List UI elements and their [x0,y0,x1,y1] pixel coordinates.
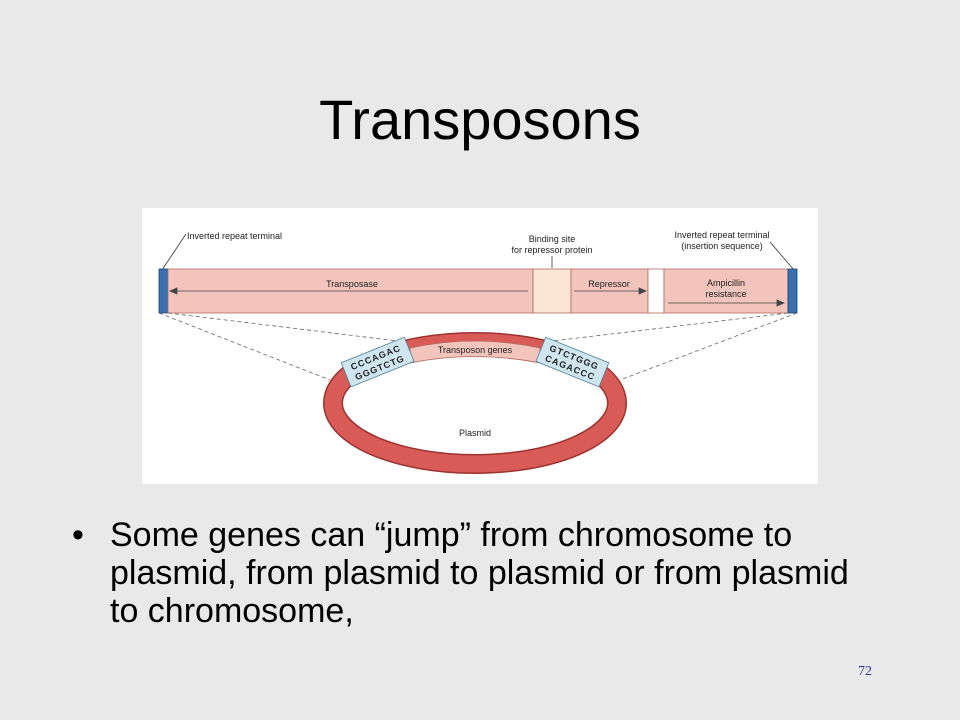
binding-site-segment [532,268,572,314]
ampicillin-arrowhead [776,299,786,307]
transposase-arrowhead [168,287,178,295]
left-outer-projection [158,312,331,381]
spacer-segment [647,268,665,314]
transposon-diagram: Inverted repeat terminal Binding site fo… [142,208,818,484]
left-inner-projection [167,312,407,343]
bullet-marker: • [72,516,84,554]
slide-number: 72 [858,664,872,679]
repressor-label: Repressor [588,279,630,289]
ampicillin-label-1: Ampicillin [707,278,745,288]
slide-title: Transposons [319,88,641,151]
right-terminal-label-2: (insertion sequence) [681,241,763,251]
left-terminal-leader [161,233,187,271]
right-terminal-leader [769,241,795,271]
transposase-label: Transposase [326,279,378,289]
left-sequence-box [340,336,415,388]
binding-site-label-1: Binding site [529,234,576,244]
plasmid-label: Plasmid [459,428,491,438]
bullet-text: Some genes can “jump” from chromosome to… [110,516,849,630]
binding-site-label-2: for repressor protein [511,245,592,255]
right-outer-projection [619,312,798,381]
right-terminal-block [787,268,798,314]
right-terminal-label-1: Inverted repeat terminal [674,230,769,240]
right-sequence-box [535,336,610,388]
transposon-diagram-svg: Inverted repeat terminal Binding site fo… [158,230,798,474]
ampicillin-label-2: resistance [705,289,746,299]
right-inner-projection [543,312,789,343]
ampicillin-segment [663,268,789,314]
transposon-genes-label: Transposon genes [438,345,513,355]
left-terminal-block [158,268,169,314]
left-terminal-label: Inverted repeat terminal [187,231,282,241]
repressor-arrowhead [638,287,648,295]
bullet-list: • Some genes can “jump” from chromosome … [72,516,872,630]
